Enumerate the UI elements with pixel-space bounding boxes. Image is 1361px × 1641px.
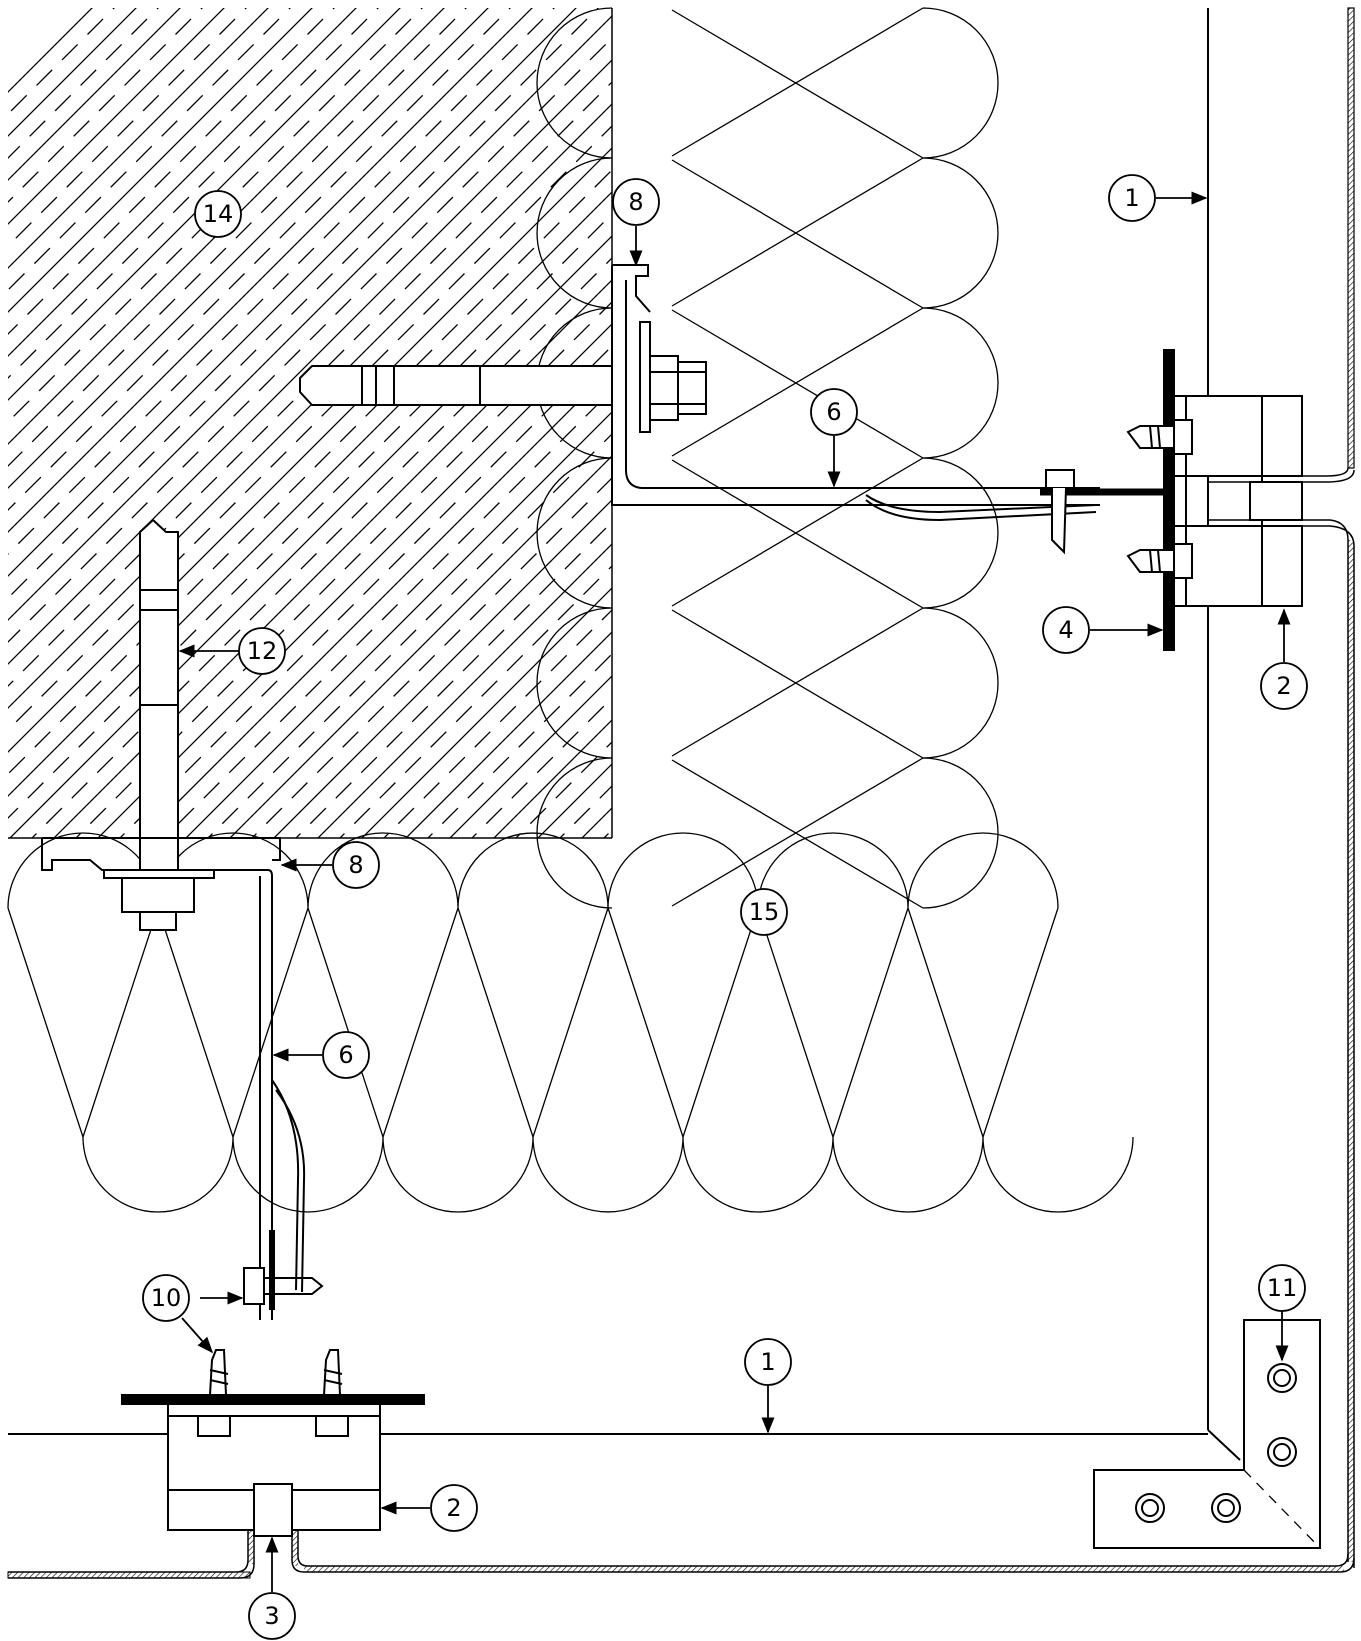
screw-icon [208, 1349, 229, 1396]
callout-14: 14 [194, 190, 242, 238]
callouts: 1 8 14 6 4 2 12 8 15 6 10 11 1 2 3 [142, 174, 1308, 1640]
callout-10: 10 [142, 1274, 190, 1322]
svg-text:2: 2 [446, 1494, 461, 1522]
svg-text:8: 8 [628, 188, 643, 216]
callout-6-top: 6 [810, 388, 858, 436]
svg-text:6: 6 [826, 398, 841, 426]
svg-text:4: 4 [1058, 616, 1073, 644]
upper-bracket [299, 264, 1303, 651]
svg-text:1: 1 [1124, 184, 1139, 212]
facade-panel-right [1207, 7, 1355, 1568]
screw-icon [322, 1349, 343, 1396]
callout-3: 3 [248, 1592, 296, 1640]
callout-8-left: 8 [332, 841, 380, 889]
rivet-icon [1267, 1363, 1297, 1393]
callout-4: 4 [1042, 606, 1090, 654]
svg-text:3: 3 [264, 1602, 279, 1630]
rivet-icon [1135, 1493, 1165, 1523]
callout-8-top: 8 [612, 178, 660, 226]
lower-bracket [41, 518, 425, 1537]
svg-text:14: 14 [203, 200, 234, 228]
callout-6-left: 6 [322, 1031, 370, 1079]
callout-2-bottom: 2 [430, 1484, 478, 1532]
svg-text:15: 15 [749, 898, 780, 926]
callout-1-top: 1 [1108, 174, 1156, 222]
svg-text:2: 2 [1276, 672, 1291, 700]
svg-text:11: 11 [1267, 1274, 1298, 1302]
rivet-icon [1267, 1437, 1297, 1467]
callout-11: 11 [1258, 1264, 1306, 1312]
svg-text:10: 10 [151, 1284, 182, 1312]
callout-2-right: 2 [1260, 662, 1308, 710]
corner-connector [1093, 1319, 1321, 1549]
callout-1-bottom: 1 [744, 1338, 792, 1386]
concrete-wall [8, 8, 613, 839]
insulation-bottom [7, 832, 1134, 1213]
svg-text:8: 8 [348, 851, 363, 879]
svg-text:12: 12 [247, 637, 278, 665]
svg-text:6: 6 [338, 1041, 353, 1069]
svg-text:1: 1 [760, 1348, 775, 1376]
insulation-right [536, 7, 999, 909]
screw-icon [1126, 419, 1193, 455]
callout-12: 12 [238, 627, 286, 675]
screw-icon [1126, 543, 1193, 579]
callout-15: 15 [740, 888, 788, 936]
leader-lines [178, 191, 1291, 1592]
rivet-icon [1211, 1493, 1241, 1523]
